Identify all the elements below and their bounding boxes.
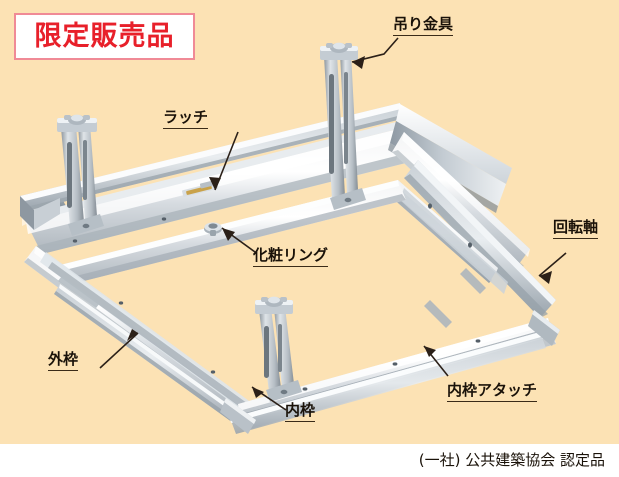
limited-sale-badge-label: 限定販売品	[34, 21, 175, 52]
leader-pivot-shaft	[538, 252, 567, 277]
outer-frame-rear-lip	[20, 103, 406, 230]
callout-label-inner-frame: 内枠	[285, 402, 316, 422]
certification-text: (一社) 公共建築協会 認定品	[418, 451, 605, 469]
callout-label-trim-ring: 化粧リング	[253, 247, 329, 267]
inner-frame-top-right	[390, 180, 508, 294]
pivot-shaft-rail	[388, 104, 556, 318]
leader-outer-frame	[99, 332, 139, 369]
hanger-bracket-front	[255, 296, 302, 402]
trim-ring-part	[204, 222, 222, 236]
hanger-bracket-top	[320, 42, 366, 210]
outer-frame-front-rail	[230, 332, 546, 434]
inner-bracing	[58, 268, 486, 328]
footer-white-strip	[0, 444, 619, 477]
callout-label-outer-frame: 外枠	[48, 351, 79, 371]
outer-frame-left-rail	[24, 246, 262, 420]
frame-corner-left	[220, 398, 256, 434]
leader-hanger-bracket	[351, 37, 399, 63]
callout-arrowheads	[127, 56, 552, 398]
inner-frame-left-rail	[54, 284, 250, 430]
latch-part	[182, 180, 219, 198]
limited-sale-badge: 限定販売品	[14, 13, 195, 60]
frame-corner-right	[528, 310, 560, 346]
hanger-bracket-left	[57, 114, 104, 236]
callout-label-hanger-bracket: 吊り金具	[393, 16, 454, 36]
callout-label-latch: ラッチ	[163, 109, 209, 129]
callout-label-pivot-shaft: 回転軸	[553, 219, 599, 239]
callout-label-inner-attach: 内枠アタッチ	[447, 382, 538, 402]
